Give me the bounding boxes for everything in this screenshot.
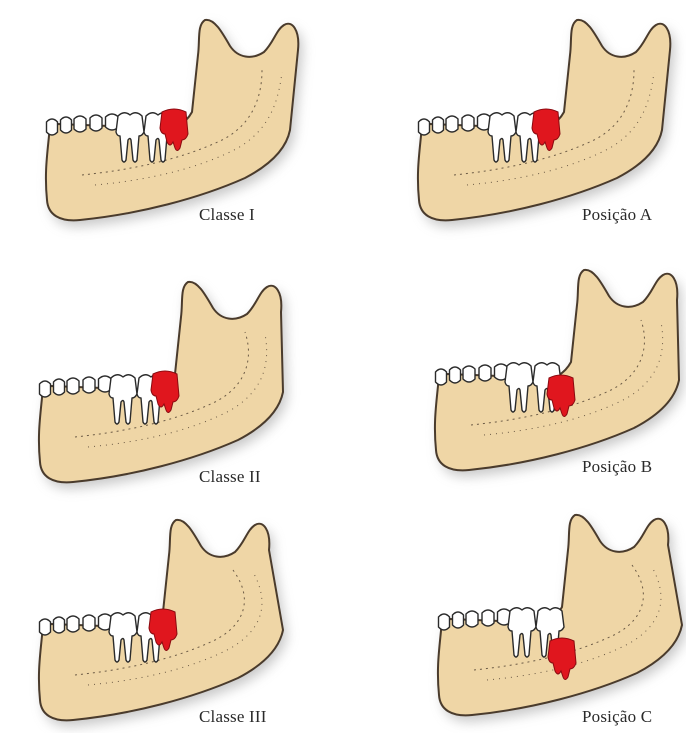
anterior-tooth — [67, 378, 79, 394]
anterior-tooth — [446, 116, 458, 132]
anterior-tooth — [450, 367, 461, 383]
caption-classe-3: Classe III — [199, 707, 267, 727]
anterior-tooth — [47, 119, 58, 135]
anterior-tooth — [436, 369, 447, 385]
anterior-tooth — [482, 610, 494, 626]
anterior-tooth — [453, 612, 464, 628]
caption-classe-1: Classe I — [199, 205, 255, 225]
caption-posicao-a: Posição A — [582, 205, 652, 225]
anterior-tooth — [83, 615, 95, 631]
anterior-tooth — [40, 381, 51, 397]
anterior-tooth — [433, 117, 444, 133]
anterior-tooth — [479, 365, 491, 381]
anterior-tooth — [466, 611, 478, 627]
anterior-tooth — [83, 377, 95, 393]
mandible-posicao-c — [438, 515, 686, 722]
caption-posicao-c: Posição C — [582, 707, 652, 727]
anterior-tooth — [40, 619, 51, 635]
mandible-classe-2 — [39, 282, 287, 489]
anterior-tooth — [74, 116, 86, 132]
anterior-tooth — [61, 117, 72, 133]
anterior-tooth — [419, 119, 430, 135]
mandible-classe-1 — [46, 20, 302, 227]
anterior-tooth — [439, 614, 450, 630]
anterior-tooth — [54, 379, 65, 395]
mandible-posicao-b — [435, 270, 683, 477]
anterior-tooth — [54, 617, 65, 633]
caption-posicao-b: Posição B — [582, 457, 652, 477]
anterior-tooth — [67, 616, 79, 632]
mandible-classe-3 — [39, 520, 287, 727]
anterior-tooth — [90, 115, 102, 131]
caption-classe-2: Classe II — [199, 467, 261, 487]
anterior-tooth — [463, 366, 475, 382]
mandible-posicao-a — [418, 20, 674, 227]
anterior-tooth — [462, 115, 474, 131]
